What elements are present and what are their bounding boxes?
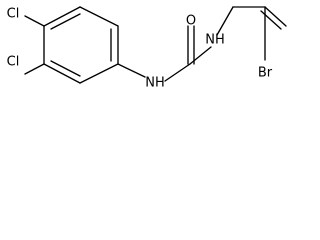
atom-label-cl-top: Cl xyxy=(7,7,20,22)
nh-ch2-bond xyxy=(216,6,234,36)
vinyl-double-bond-inner xyxy=(260,10,282,30)
ring-bond-1 xyxy=(43,6,81,27)
chemical-structure-diagram: Cl Cl NH O NH Br xyxy=(7,6,287,91)
atom-label-nh-left: NH xyxy=(145,76,165,91)
carbonyl-nh-bond xyxy=(189,46,212,65)
atom-label-nh-right: NH xyxy=(205,33,225,48)
ring-bond-5 xyxy=(43,63,81,84)
ring-double-bond-inner-1 xyxy=(50,13,81,30)
ring-bond-4 xyxy=(79,63,119,84)
nh-carbonyl-bond xyxy=(164,63,191,82)
cl-top-bond xyxy=(24,15,45,27)
atom-label-o: O xyxy=(186,14,196,29)
ring-double-bond-inner-3 xyxy=(50,60,81,77)
atom-label-cl-bottom: Cl xyxy=(7,55,20,70)
ring-bond-2 xyxy=(79,6,119,27)
atom-label-br: Br xyxy=(258,66,273,81)
cl-bottom-bond xyxy=(24,63,45,75)
vinyl-double-bond-outer xyxy=(264,6,287,27)
structure-canvas: Cl Cl NH O NH Br xyxy=(0,0,295,107)
aryl-nh-bond xyxy=(117,63,146,78)
